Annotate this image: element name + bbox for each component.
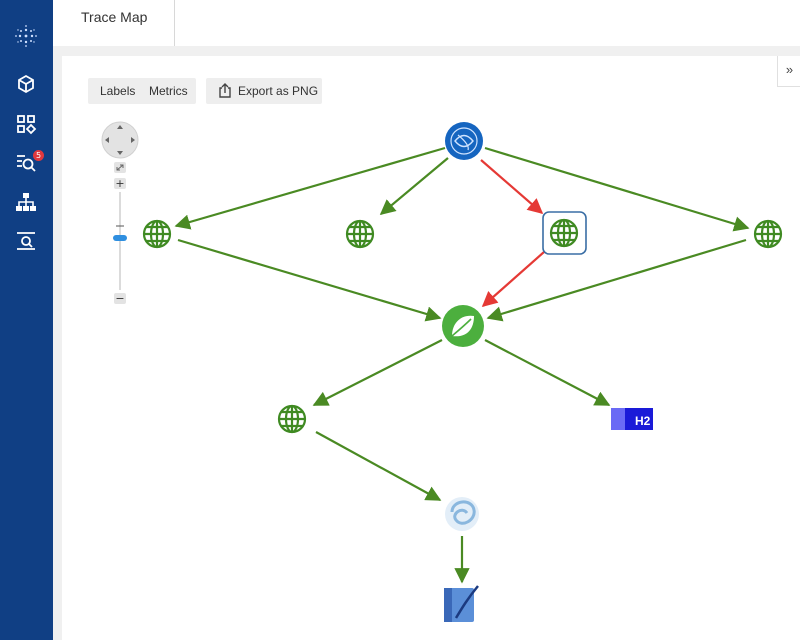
swirl-service-icon (450, 500, 476, 525)
globe-icon[interactable] (345, 219, 375, 249)
zoom-controls: + − (101, 121, 139, 305)
edge-root-http-left[interactable] (174, 146, 446, 230)
zoom-slider-handle[interactable] (113, 235, 127, 241)
sidebar: 5 (0, 0, 53, 640)
search-filter-icon[interactable] (14, 229, 38, 253)
dashboard-grid-icon[interactable] (14, 112, 38, 136)
globe-icon[interactable] (277, 404, 307, 434)
edge-http-lower-swirl[interactable] (315, 431, 442, 501)
pan-control[interactable] (101, 121, 139, 159)
graph-node-db[interactable] (444, 585, 479, 622)
feather-db-icon (454, 585, 479, 619)
edge-http-selected-spring[interactable] (481, 251, 545, 308)
graph-node-root[interactable] (445, 122, 483, 160)
page-title: Trace Map (81, 9, 148, 25)
trace-map-canvas[interactable] (62, 56, 800, 640)
hierarchy-icon[interactable] (14, 190, 38, 214)
fit-view-button[interactable] (114, 162, 126, 173)
metrics-button[interactable]: Metrics (149, 84, 188, 98)
edge-root-http-selected[interactable] (480, 159, 544, 215)
edge-http-left-spring[interactable] (177, 238, 442, 322)
globe-dots-logo[interactable] (10, 20, 42, 52)
labels-button[interactable]: Labels (100, 84, 136, 98)
globe-icon[interactable] (142, 219, 172, 249)
view-toggle-group: Labels Metrics (88, 78, 196, 104)
graph-node-swirl[interactable] (445, 497, 479, 531)
export-png-button[interactable]: Export as PNG (206, 78, 322, 104)
export-label: Export as PNG (238, 84, 319, 98)
edge-http-right-spring[interactable] (486, 238, 747, 322)
top-bar: Trace Map (53, 0, 800, 46)
zoom-out-button[interactable]: − (114, 292, 126, 305)
graph-node-spring[interactable] (442, 305, 484, 347)
tab-trace-map[interactable]: Trace Map (53, 0, 175, 46)
zoom-in-label: + (115, 177, 124, 190)
globe-icon (549, 218, 579, 248)
graph-edges (174, 146, 750, 584)
h2-database-icon: H2 (635, 414, 651, 428)
edge-root-http-mid[interactable] (379, 157, 449, 215)
graph-node-h2[interactable]: H2 (611, 408, 653, 430)
edge-spring-h2[interactable] (484, 339, 611, 406)
edge-spring-http-lower[interactable] (312, 339, 443, 406)
export-icon (219, 83, 231, 98)
notification-badge: 5 (33, 150, 44, 161)
collapse-panel-button[interactable]: » (777, 56, 800, 87)
edge-root-http-right[interactable] (484, 146, 750, 232)
cube-network-icon[interactable] (14, 72, 38, 96)
zoom-in-button[interactable]: + (114, 177, 126, 190)
graph-node-selected[interactable] (542, 211, 587, 255)
zoom-out-label: − (115, 292, 124, 305)
globe-icon[interactable] (753, 219, 783, 249)
search-list-icon[interactable] (14, 150, 38, 174)
